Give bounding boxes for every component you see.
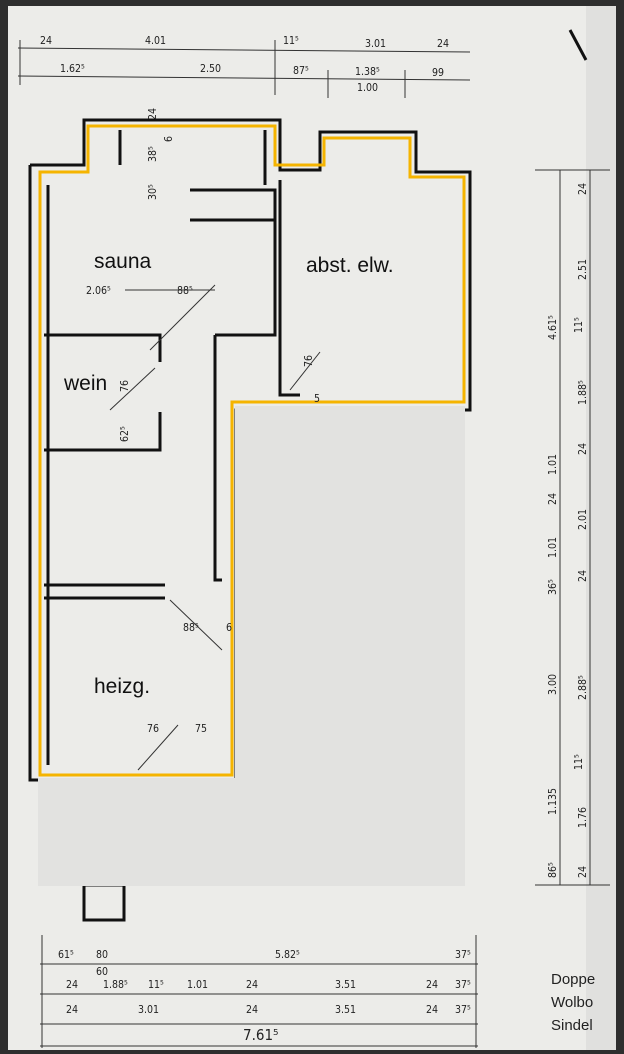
- dim-label: 11⁵: [573, 317, 585, 333]
- dim-label: 24: [577, 183, 589, 195]
- dim-label: 24: [426, 1004, 438, 1016]
- dim-label: 1.76: [577, 807, 589, 828]
- dim-label: 24: [246, 1004, 258, 1016]
- title-line-3: Sindel: [551, 1017, 593, 1034]
- dim-label: 24: [246, 979, 258, 991]
- dim-label: 24: [577, 443, 589, 455]
- paper-shadow: [586, 6, 616, 1050]
- title-line-1: Doppe: [551, 971, 595, 988]
- dim-label: 24: [40, 35, 52, 47]
- dim-label: 2.01: [577, 509, 589, 530]
- dim-label: 3.01: [138, 1004, 159, 1016]
- dim-label: 3.51: [335, 979, 356, 991]
- dim-label: 61⁵: [58, 949, 74, 961]
- room-label-heizg: heizg.: [94, 675, 150, 698]
- dim-label: 24: [577, 866, 589, 878]
- dim-label: 24: [577, 570, 589, 582]
- dim-label: 4.61⁵: [547, 315, 559, 340]
- dim-label: 37⁵: [455, 949, 471, 961]
- dim-label: 5: [314, 393, 320, 405]
- room-label-sauna: sauna: [94, 250, 152, 273]
- dim-label: 30⁵: [147, 184, 159, 200]
- dim-label: 76: [119, 380, 131, 392]
- dim-label: 88⁵: [183, 622, 199, 634]
- dim-label: 24: [66, 1004, 78, 1016]
- dim-label: 37⁵: [455, 1004, 471, 1016]
- pen-mark: [568, 29, 588, 61]
- right-dimensions: 4.61⁵ 1.01 24 1.01 36⁵ 3.00 1.135 86⁵ 24…: [547, 183, 589, 878]
- dim-label: 2.88⁵: [577, 675, 589, 700]
- dim-label: 86⁵: [547, 862, 559, 878]
- dim-label: 3.01: [365, 38, 386, 50]
- dim-label: 6: [226, 622, 232, 634]
- dim-label: 38⁵: [147, 146, 159, 162]
- dim-label: 80: [96, 949, 108, 961]
- dim-label: 1.62⁵: [60, 63, 85, 75]
- dim-label: 5.82⁵: [275, 949, 300, 961]
- dim-label: 88⁵: [177, 285, 193, 297]
- dim-label: 24: [547, 493, 559, 505]
- redacted-area: [38, 406, 465, 886]
- dim-label: 24: [66, 979, 78, 991]
- dim-label: 11⁵: [148, 979, 164, 991]
- dim-label: 76: [147, 723, 159, 735]
- dim-label: 4.01: [145, 35, 166, 47]
- dim-label: 3.00: [547, 674, 559, 695]
- dim-label: 1.88⁵: [103, 979, 128, 991]
- unit-outline: [38, 124, 466, 777]
- dim-label: 62⁵: [119, 426, 131, 442]
- dim-label: 2.51: [577, 259, 589, 280]
- dim-label: 1.01: [187, 979, 208, 991]
- dim-label: 60: [96, 966, 108, 978]
- dimension-lines: [17, 40, 610, 1048]
- dim-label: 75: [195, 723, 207, 735]
- dim-label: 36⁵: [547, 579, 559, 595]
- dim-label: 24: [426, 979, 438, 991]
- dim-label: 37⁵: [455, 979, 471, 991]
- room-label-wein: wein: [63, 372, 107, 395]
- dim-label: 1.135: [547, 788, 559, 815]
- dim-label: 1.00: [357, 82, 378, 94]
- dim-total: 7.61⁵: [243, 1026, 278, 1044]
- dim-label: 2.06⁵: [86, 285, 111, 297]
- bottom-dimensions: 61⁵ 80 60 5.82⁵ 37⁵ 24 1.88⁵ 11⁵ 1.01 24…: [58, 949, 471, 1044]
- dim-label: 24: [437, 38, 449, 50]
- dim-label: 6: [163, 136, 175, 142]
- dim-label: 87⁵: [293, 65, 309, 77]
- dim-label: 76: [303, 355, 315, 367]
- dim-label: 1.38⁵: [355, 66, 380, 78]
- dim-label: 11⁵: [573, 754, 585, 770]
- dim-label: 1.88⁵: [577, 380, 589, 405]
- dim-label: 99: [432, 67, 444, 79]
- interior-dimensions: 24 6 38⁵ 30⁵ 2.06⁵ 88⁵ 76 76 62⁵ 88⁵ 6 7…: [86, 108, 320, 735]
- dim-label: 11⁵: [283, 35, 299, 47]
- dim-label: 2.50: [200, 63, 221, 75]
- dim-label: 1.01: [547, 454, 559, 475]
- dim-label: 3.51: [335, 1004, 356, 1016]
- dim-label: 24: [147, 108, 159, 120]
- room-label-abst-elw: abst. elw.: [306, 254, 394, 277]
- dim-label: 1.01: [547, 537, 559, 558]
- title-line-2: Wolbo: [551, 994, 593, 1011]
- top-dimensions: 24 4.01 11⁵ 3.01 24 1.62⁵ 2.50 87⁵ 1.38⁵…: [40, 35, 449, 94]
